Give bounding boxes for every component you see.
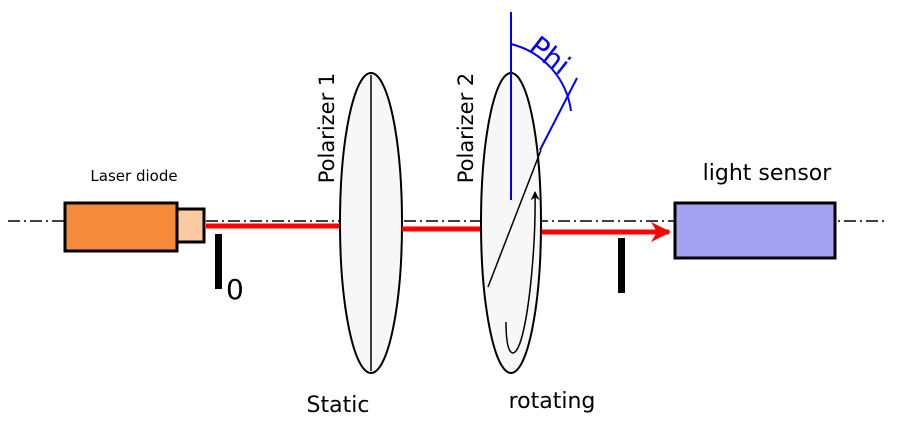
phi-label: Phi [523,30,577,82]
rotating-label: rotating [509,389,596,414]
polarizer-2-label: Polarizer 2 [454,73,478,184]
rotation-arrow [505,191,540,354]
polarizer-2-axis-line [487,149,542,288]
light-sensor [673,201,837,260]
laser-diode-body [63,201,179,253]
intensity-in-subscript: 0 [226,273,244,306]
laser-diode-tip [175,207,206,244]
intensity-out-bar [618,238,625,293]
phi-angle-arc [510,43,572,112]
intensity-in-bar [215,234,222,289]
polarizer-1-label: Polarizer 1 [315,73,339,184]
static-label: Static [307,393,370,418]
phi-rotated-line [539,77,578,151]
light-sensor-label: light sensor [703,161,833,186]
laser-diode-label: Laser diode [90,167,177,185]
